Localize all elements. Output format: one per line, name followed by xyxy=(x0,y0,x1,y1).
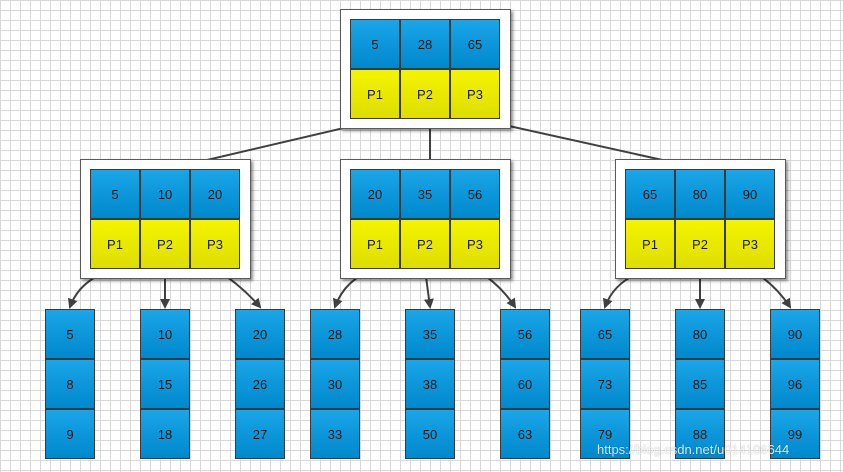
leaf-node-8-cell: 80 xyxy=(675,309,725,359)
leaf-node-4-cell: 28 xyxy=(310,309,360,359)
leaf-node-9-cell: 90 xyxy=(770,309,820,359)
leaf-node-8-cell: 88 xyxy=(675,409,725,459)
internal-node-2-pointer-cell: P3 xyxy=(450,219,500,269)
internal-node-3-pointer-cell: P3 xyxy=(725,219,775,269)
internal-node-3-key-cell: 80 xyxy=(675,169,725,219)
leaf-node-2-cell: 15 xyxy=(140,359,190,409)
leaf-node-8-cell: 85 xyxy=(675,359,725,409)
internal-node-1-key-cell: 20 xyxy=(190,169,240,219)
leaf-node-7-cell: 73 xyxy=(580,359,630,409)
leaf-node-7-cell: 65 xyxy=(580,309,630,359)
internal-node-3-key-cell: 90 xyxy=(725,169,775,219)
leaf-node-7-cell: 79 xyxy=(580,409,630,459)
leaf-node-3-cell: 20 xyxy=(235,309,285,359)
root-node-key-cell: 5 xyxy=(350,19,400,69)
root-node-pointer-cell: P3 xyxy=(450,69,500,119)
internal-node-1-pointer-cell: P3 xyxy=(190,219,240,269)
leaf-node-2-cell: 18 xyxy=(140,409,190,459)
internal-node-2-key-cell: 20 xyxy=(350,169,400,219)
leaf-node-5-cell: 38 xyxy=(405,359,455,409)
internal-node-1-key-cell: 5 xyxy=(90,169,140,219)
leaf-node-1-cell: 8 xyxy=(45,359,95,409)
leaf-node-2-cell: 10 xyxy=(140,309,190,359)
root-node-key-cell: 28 xyxy=(400,19,450,69)
internal-node-1-key-cell: 10 xyxy=(140,169,190,219)
leaf-node-1-cell: 9 xyxy=(45,409,95,459)
leaf-node-3-cell: 27 xyxy=(235,409,285,459)
leaf-node-5-cell: 50 xyxy=(405,409,455,459)
leaf-node-5-cell: 35 xyxy=(405,309,455,359)
leaf-node-6-cell: 60 xyxy=(500,359,550,409)
internal-node-3-pointer-cell: P1 xyxy=(625,219,675,269)
internal-node-2-key-cell: 56 xyxy=(450,169,500,219)
root-node-key-cell: 65 xyxy=(450,19,500,69)
internal-node-2-pointer-cell: P2 xyxy=(400,219,450,269)
leaf-node-6-cell: 63 xyxy=(500,409,550,459)
root-node-pointer-cell: P2 xyxy=(400,69,450,119)
root-node-pointer-cell: P1 xyxy=(350,69,400,119)
internal-node-2-pointer-cell: P1 xyxy=(350,219,400,269)
leaf-node-1-cell: 5 xyxy=(45,309,95,359)
leaf-node-4-cell: 33 xyxy=(310,409,360,459)
internal-node-2-key-cell: 35 xyxy=(400,169,450,219)
internal-node-3-key-cell: 65 xyxy=(625,169,675,219)
internal-node-3-pointer-cell: P2 xyxy=(675,219,725,269)
internal-node-1-pointer-cell: P1 xyxy=(90,219,140,269)
leaf-node-4-cell: 30 xyxy=(310,359,360,409)
internal-node-1-pointer-cell: P2 xyxy=(140,219,190,269)
watermark-text: https://blog.csdn.net/u014106644 xyxy=(597,442,790,457)
leaf-node-3-cell: 26 xyxy=(235,359,285,409)
leaf-node-9-cell: 99 xyxy=(770,409,820,459)
leaf-node-6-cell: 56 xyxy=(500,309,550,359)
leaf-node-9-cell: 96 xyxy=(770,359,820,409)
